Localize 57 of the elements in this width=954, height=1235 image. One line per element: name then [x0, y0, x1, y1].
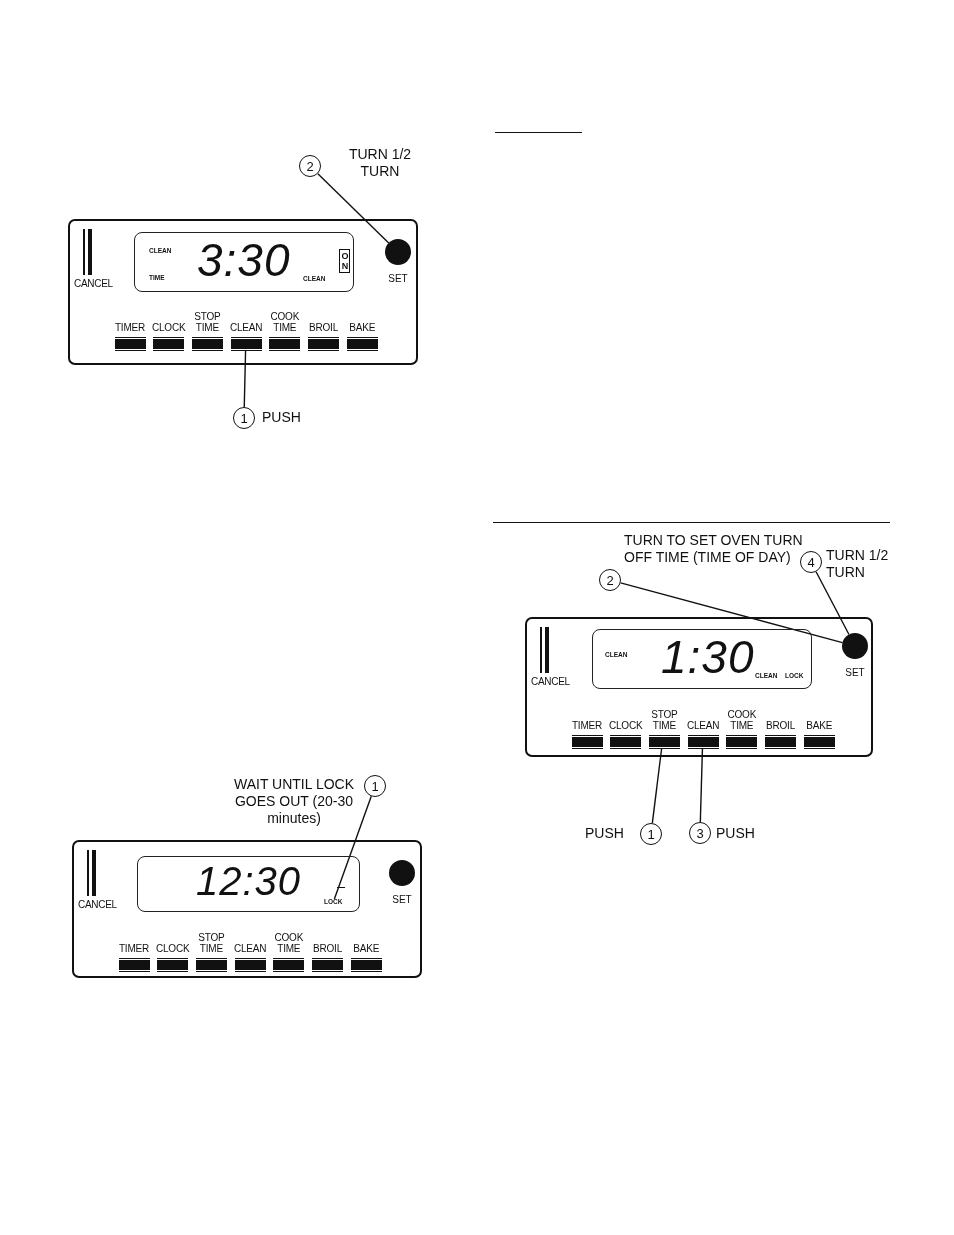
time-readout: 12:30	[196, 861, 302, 901]
set-knob: SET	[378, 239, 418, 291]
callout-number: 2	[299, 155, 321, 177]
callout-number: 1	[364, 775, 386, 797]
leader-line	[651, 748, 663, 824]
push-button: COOK TIME	[721, 703, 762, 749]
leader-line	[333, 795, 372, 900]
indicator-label: ON	[339, 249, 350, 273]
display-screen	[134, 232, 354, 292]
instruction-text: TURN 1/2 TURN	[347, 146, 413, 180]
set-knob: SET	[835, 633, 875, 685]
push-button: CLOCK	[605, 703, 646, 749]
push-button: TIMER	[110, 305, 150, 351]
callout-number: 1	[640, 823, 662, 845]
cancel-button: CANCEL	[78, 850, 126, 914]
time-readout: 3:30	[197, 237, 291, 283]
leader-line	[815, 571, 850, 636]
callout-number: 1	[233, 407, 255, 429]
set-knob: SET	[382, 860, 422, 912]
leader-line	[619, 582, 844, 644]
push-button: BAKE	[342, 305, 383, 351]
cancel-button: CANCEL	[74, 229, 122, 293]
push-button: STOP TIME	[644, 703, 685, 749]
push-button: COOK TIME	[264, 305, 305, 351]
push-button: STOP TIME	[191, 926, 232, 972]
push-button: CLOCK	[148, 305, 189, 351]
push-button: BROIL	[760, 703, 801, 749]
leader-line	[699, 748, 704, 823]
callout-number: 2	[599, 569, 621, 591]
push-button: COOK TIME	[268, 926, 309, 972]
push-button: STOP TIME	[187, 305, 228, 351]
push-button: CLEAN	[683, 703, 724, 749]
callout-number: 3	[689, 822, 711, 844]
control-panel	[525, 617, 873, 757]
callout-number: 4	[800, 551, 822, 573]
instruction-text: PUSH	[716, 825, 756, 842]
time-readout: 1:30	[661, 634, 755, 680]
push-button: BAKE	[799, 703, 840, 749]
push-button: CLEAN	[230, 926, 271, 972]
push-button: TIMER	[567, 703, 607, 749]
leader-line	[243, 350, 247, 408]
push-button: BROIL	[303, 305, 344, 351]
instruction-text: PUSH	[585, 825, 625, 842]
leader-line	[317, 173, 390, 244]
control-panel	[68, 219, 418, 365]
control-panel	[72, 840, 422, 978]
instruction-text: WAIT UNTIL LOCK GOES OUT (20-30 minutes)	[232, 776, 356, 827]
display-screen	[592, 629, 812, 689]
instruction-text: TURN 1/2 TURN	[826, 547, 890, 581]
cancel-button: CANCEL	[531, 627, 579, 691]
push-button: CLOCK	[152, 926, 193, 972]
push-button: TIMER	[114, 926, 154, 972]
display-screen	[137, 856, 360, 912]
push-button: BAKE	[346, 926, 387, 972]
push-button: CLEAN	[226, 305, 267, 351]
push-button: BROIL	[307, 926, 348, 972]
instruction-text: PUSH	[262, 409, 302, 426]
